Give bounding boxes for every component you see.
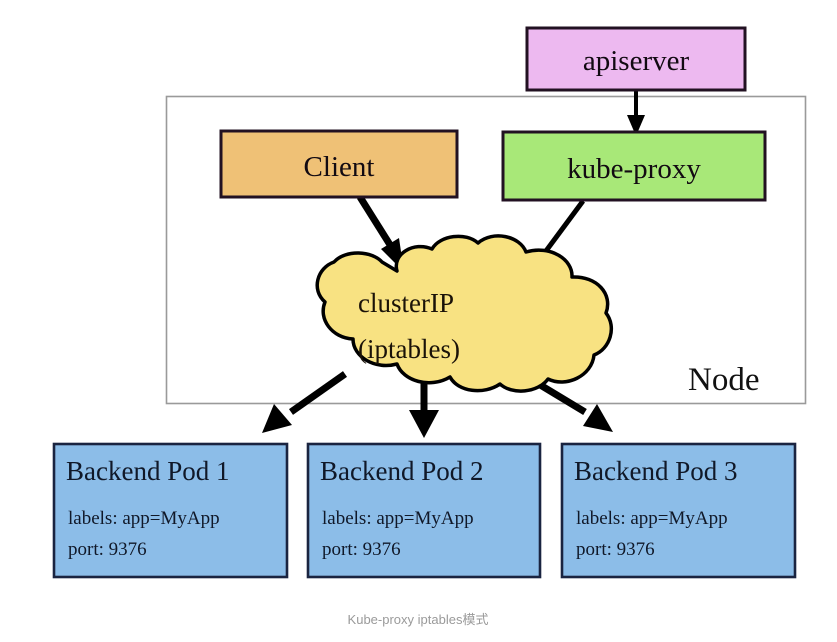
node-label: Node — [688, 362, 759, 398]
clusterip-cloud[interactable]: clusterIP (iptables) — [315, 234, 614, 393]
diagram-caption: Kube-proxy iptables模式 — [348, 612, 489, 627]
backend-pod-3-port: port: 9376 — [576, 539, 655, 560]
backend-pod-2-title: Backend Pod 2 — [320, 456, 483, 486]
backend-pod-1-box[interactable]: Backend Pod 1 labels: app=MyApp port: 93… — [52, 442, 289, 579]
client-label: Client — [304, 151, 375, 183]
backend-pod-1-title: Backend Pod 1 — [66, 456, 229, 486]
backend-pod-1-port: port: 9376 — [68, 539, 147, 560]
backend-pod-3-title: Backend Pod 3 — [574, 456, 737, 486]
client-box[interactable]: Client — [219, 129, 459, 199]
backend-pod-3-box[interactable]: Backend Pod 3 labels: app=MyApp port: 93… — [560, 442, 797, 579]
backend-pod-2-port: port: 9376 — [322, 539, 401, 560]
backend-pod-2-labels: labels: app=MyApp — [322, 508, 474, 529]
backend-pod-1-labels: labels: app=MyApp — [68, 508, 220, 529]
clusterip-line2: (iptables) — [358, 334, 460, 364]
backend-pod-3-labels: labels: app=MyApp — [576, 508, 728, 529]
arrow-apiserver-to-kube-proxy — [627, 90, 645, 136]
apiserver-box[interactable]: apiserver — [525, 26, 747, 92]
arrow-clusterip-to-pod-1 — [262, 371, 348, 433]
backend-pod-2-box[interactable]: Backend Pod 2 labels: app=MyApp port: 93… — [306, 442, 542, 579]
kube-proxy-box[interactable]: kube-proxy — [501, 130, 767, 202]
kube-proxy-label: kube-proxy — [567, 153, 701, 185]
apiserver-label: apiserver — [583, 45, 690, 77]
clusterip-line1: clusterIP — [358, 288, 454, 318]
